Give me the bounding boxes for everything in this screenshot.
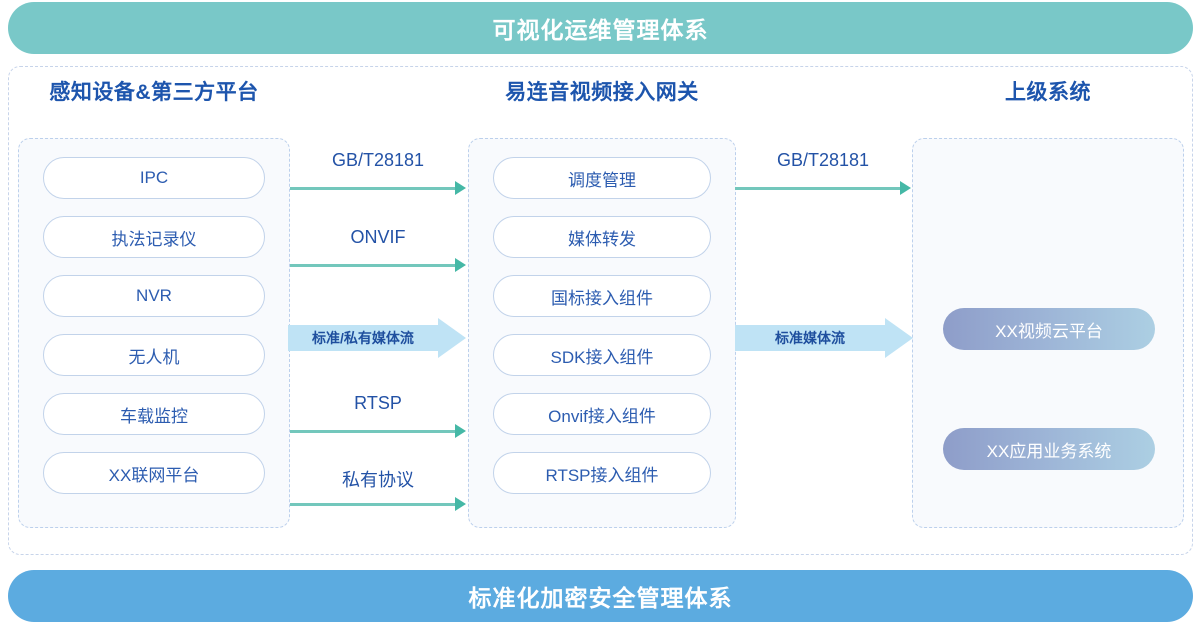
column-gateway: 易连音视频接入网关 调度管理 媒体转发 国标接入组件 SDK接入组件 Onvif… — [468, 78, 736, 528]
arrow-head-icon — [455, 497, 466, 511]
panel-upper-system: XX视频云平台 XX应用业务系统 — [912, 138, 1184, 528]
connector-label-gbt28181-left: GB/T28181 — [331, 150, 425, 170]
list-item[interactable]: 执法记录仪 — [43, 216, 265, 258]
arrow-head-icon — [455, 181, 466, 195]
column-upper-system: 上级系统 XX视频云平台 XX应用业务系统 — [912, 78, 1184, 528]
list-item[interactable]: Onvif接入组件 — [493, 393, 711, 435]
panel-sensing-devices: IPC 执法记录仪 NVR 无人机 车载监控 XX联网平台 — [18, 138, 290, 528]
panel-gateway: 调度管理 媒体转发 国标接入组件 SDK接入组件 Onvif接入组件 RTSP接… — [468, 138, 736, 528]
connector-block-label: 标准媒体流 — [775, 330, 845, 346]
list-item[interactable]: NVR — [43, 275, 265, 317]
list-item[interactable]: 媒体转发 — [493, 216, 711, 258]
list-item[interactable]: 无人机 — [43, 334, 265, 376]
connector-arrow-gbt28181-left — [290, 178, 466, 200]
arrow-line — [735, 187, 902, 190]
arrow-body — [735, 325, 885, 351]
list-item[interactable]: XX应用业务系统 — [943, 428, 1155, 470]
list-item[interactable]: 国标接入组件 — [493, 275, 711, 317]
top-banner: 可视化运维管理体系 — [8, 2, 1193, 54]
list-item[interactable]: 调度管理 — [493, 157, 711, 199]
connector-block-standard-private-stream: 标准/私有媒体流 — [288, 318, 466, 358]
arrow-head-icon — [900, 181, 911, 195]
arrow-line — [290, 264, 457, 267]
arrow-head-icon — [455, 258, 466, 272]
list-item[interactable]: XX视频云平台 — [943, 308, 1155, 350]
arrow-head-icon — [455, 424, 466, 438]
list-item[interactable]: IPC — [43, 157, 265, 199]
connector-arrow-rtsp — [290, 421, 466, 443]
column-title-right: 上级系统 — [1005, 81, 1091, 104]
list-item[interactable]: 车载监控 — [43, 393, 265, 435]
connector-label-gbt28181-right: GB/T28181 — [776, 150, 870, 170]
top-banner-label: 可视化运维管理体系 — [492, 17, 709, 43]
connector-arrow-gbt28181-right — [735, 178, 911, 200]
column-title-left: 感知设备&第三方平台 — [49, 81, 259, 104]
arrow-line — [290, 430, 457, 433]
connector-label-onvif: ONVIF — [350, 227, 406, 247]
list-item[interactable]: SDK接入组件 — [493, 334, 711, 376]
bottom-banner: 标准化加密安全管理体系 — [8, 570, 1193, 622]
list-item[interactable]: XX联网平台 — [43, 452, 265, 494]
arrow-line — [290, 187, 457, 190]
connector-arrow-onvif — [290, 255, 466, 277]
list-item[interactable]: RTSP接入组件 — [493, 452, 711, 494]
arrow-head-icon — [438, 318, 466, 358]
connector-block-standard-stream: 标准媒体流 — [735, 318, 913, 358]
column-title-middle: 易连音视频接入网关 — [505, 81, 699, 104]
connector-block-label: 标准/私有媒体流 — [312, 330, 414, 346]
connector-label-rtsp: RTSP — [354, 393, 402, 413]
connector-arrow-private-protocol — [290, 494, 466, 516]
arrow-line — [290, 503, 457, 506]
bottom-banner-label: 标准化加密安全管理体系 — [468, 585, 733, 611]
column-sensing-devices: 感知设备&第三方平台 IPC 执法记录仪 NVR 无人机 车载监控 XX联网平台 — [18, 78, 290, 528]
arrow-head-icon — [885, 318, 913, 358]
connector-label-private-protocol: 私有协议 — [342, 470, 414, 490]
arrow-body — [288, 325, 438, 351]
